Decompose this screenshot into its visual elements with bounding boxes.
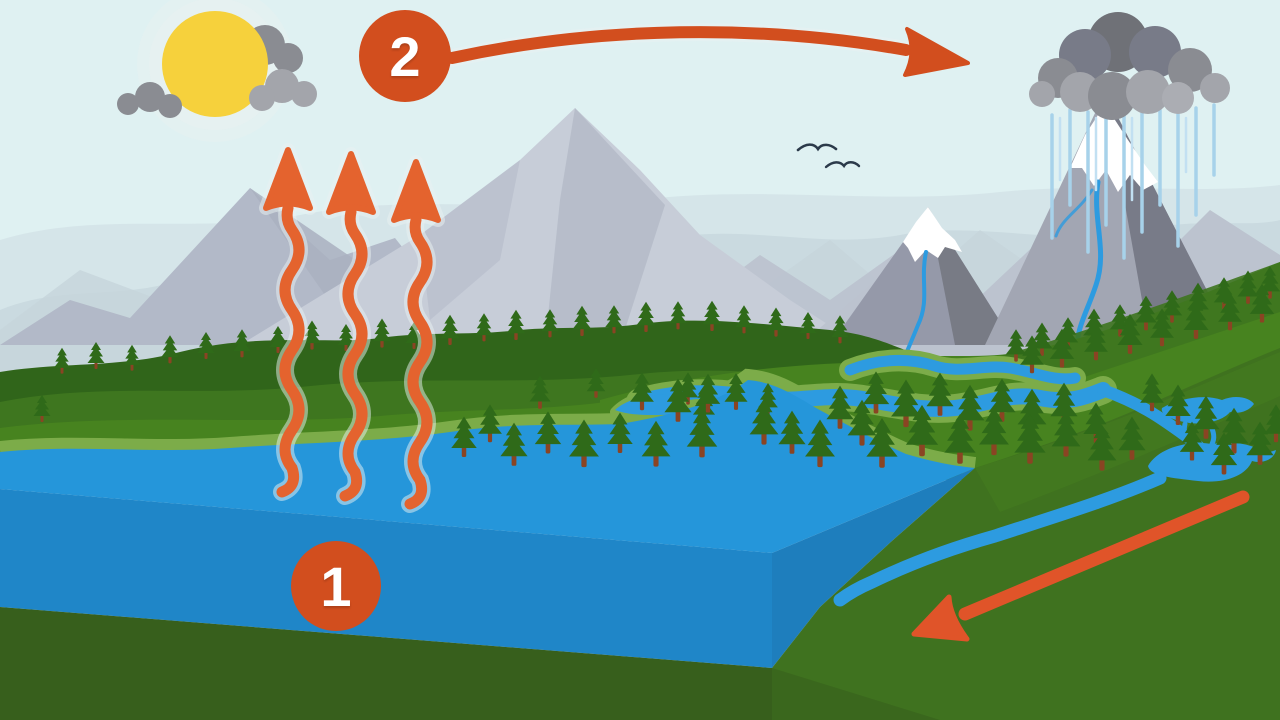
rain-cloud-icon bbox=[1029, 12, 1230, 120]
birds-icon bbox=[796, 143, 861, 169]
snow-capped-peaks bbox=[800, 92, 1280, 383]
lake bbox=[0, 380, 975, 668]
step-1-label: 1 bbox=[320, 554, 352, 618]
step-1-marker: 1 bbox=[291, 541, 381, 631]
underwater-front bbox=[0, 607, 772, 720]
sun-clouds-icon bbox=[117, 69, 317, 118]
step-2-label: 2 bbox=[389, 24, 421, 88]
vapor-transport-arrow-icon bbox=[443, 23, 970, 77]
step-2-marker: 2 bbox=[359, 10, 451, 102]
rain-streaks bbox=[1050, 103, 1216, 260]
runoff-arrow-icon bbox=[911, 490, 1250, 642]
